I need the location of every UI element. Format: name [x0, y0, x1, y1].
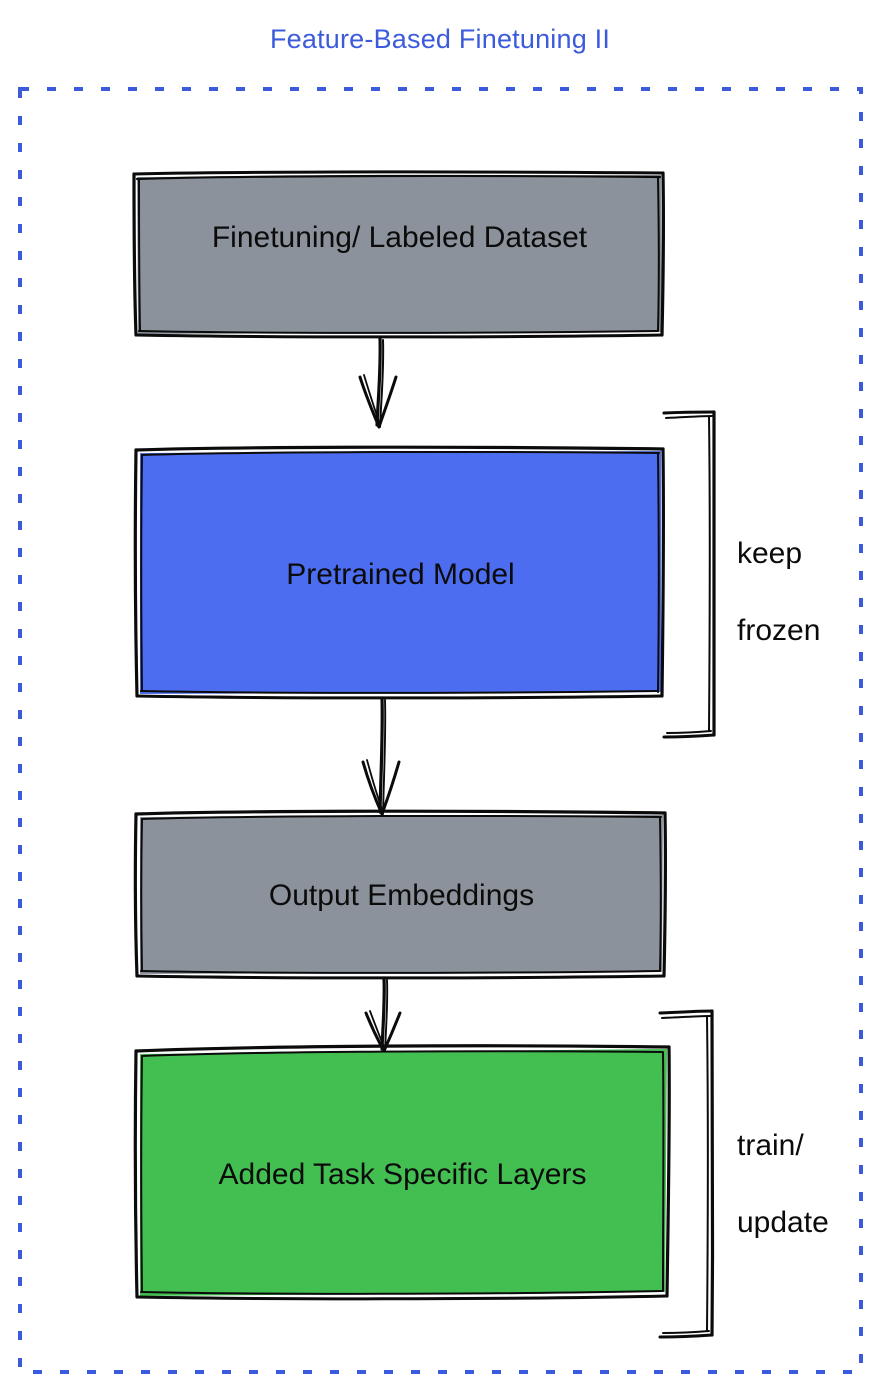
node-task-specific-layers[interactable] [133, 1044, 671, 1301]
page-title: Feature-Based Finetuning II [269, 24, 611, 54]
annotation-keep-frozen-line2: frozen [737, 614, 821, 648]
node-label-finetuning-dataset: Finetuning/ Labeled Dataset [211, 221, 588, 254]
annotation-train-update-line2: update [737, 1206, 829, 1240]
arrow-embeddings-to-layers [364, 976, 402, 1053]
node-label-output-embeddings: Output Embeddings [268, 879, 535, 912]
bracket-keep-frozen [662, 410, 717, 739]
arrow-model-to-embeddings [361, 696, 401, 816]
node-finetuning-dataset[interactable] [132, 170, 666, 339]
bracket-train-update [658, 1009, 715, 1339]
diagram-container-frame [18, 87, 863, 1374]
annotation-keep-frozen: keep frozen [737, 497, 820, 689]
node-output-embeddings[interactable] [133, 809, 668, 980]
node-label-pretrained-model: Pretrained Model [286, 558, 515, 591]
annotation-keep-frozen-line1: keep [737, 537, 803, 571]
annotation-train-update: train/ update [737, 1089, 829, 1281]
node-pretrained-model[interactable] [133, 445, 666, 700]
arrow-dataset-to-model [358, 336, 398, 429]
annotation-train-update-line1: train/ [737, 1129, 804, 1163]
node-label-task-specific-layers: Added Task Specific Layers [218, 1158, 587, 1191]
